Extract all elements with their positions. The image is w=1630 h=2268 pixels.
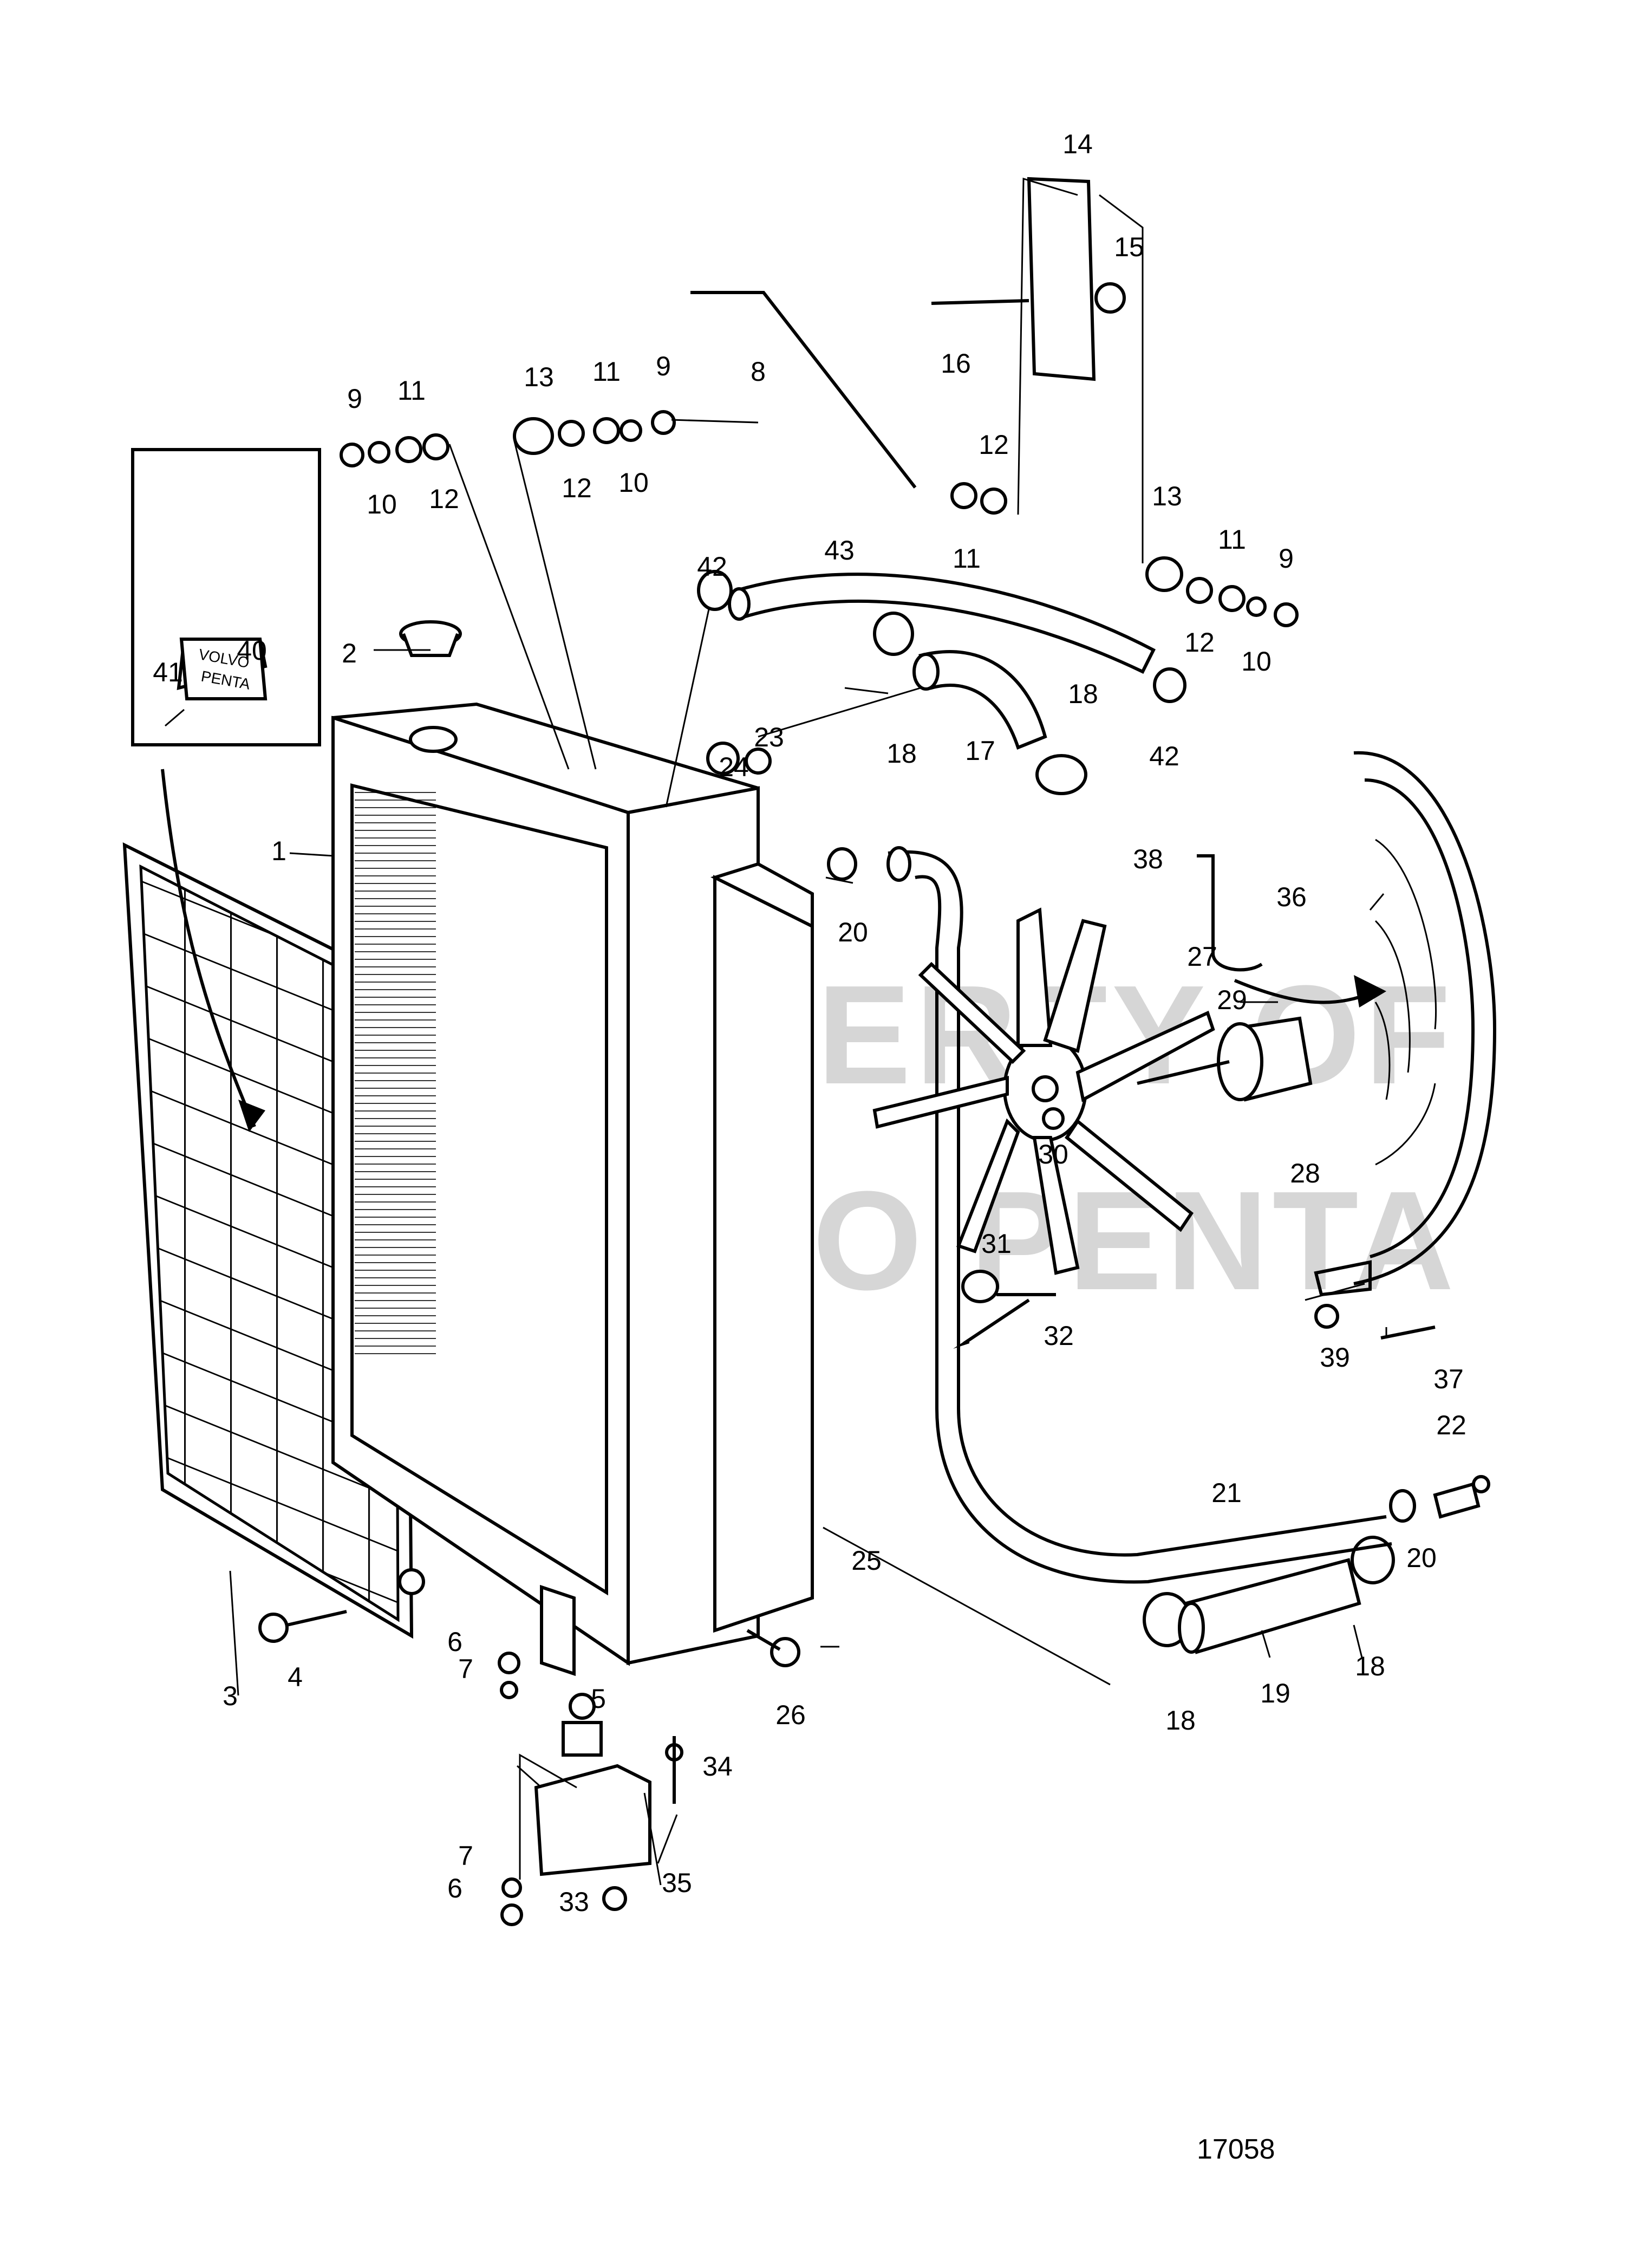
nameplate-inset: VOLVO PENTA xyxy=(131,448,321,1132)
part-label-37: 37 xyxy=(1433,1364,1464,1394)
fan-spacer xyxy=(1137,1016,1313,1102)
part-label-6b: 6 xyxy=(447,1873,462,1903)
part-label-35: 35 xyxy=(662,1868,692,1898)
part-label-25: 25 xyxy=(851,1545,882,1576)
figure-number: 17058 xyxy=(1197,2134,1275,2165)
drain-cock xyxy=(1433,1475,1490,1519)
part-label-43: 43 xyxy=(824,535,855,566)
part-label-14: 14 xyxy=(1062,129,1093,159)
part-label-11a: 11 xyxy=(397,375,426,406)
part-label-12c: 12 xyxy=(979,430,1009,460)
part-label-16: 16 xyxy=(941,348,971,379)
elbow-hose xyxy=(912,650,1047,750)
part-label-28: 28 xyxy=(1290,1158,1320,1188)
part-label-3: 3 xyxy=(223,1681,238,1711)
pipe-clamp xyxy=(953,1270,1056,1349)
part-label-20a: 20 xyxy=(838,917,868,947)
part-label-13a: 13 xyxy=(524,362,554,392)
stay-bracket xyxy=(690,177,1126,489)
part-label-15: 15 xyxy=(1114,232,1144,262)
part-label-20b: 20 xyxy=(1406,1543,1437,1573)
fan-nut xyxy=(1042,1107,1065,1130)
rubber-mount xyxy=(498,1652,683,1926)
part-label-11d: 11 xyxy=(1218,524,1246,555)
part-label-2: 2 xyxy=(342,638,357,668)
radiator-mount-bracket xyxy=(540,1584,576,1676)
part-label-27: 27 xyxy=(1187,941,1217,972)
washers-nuts xyxy=(340,410,1436,1340)
part-label-30: 30 xyxy=(1038,1139,1068,1169)
part-label-10c: 10 xyxy=(1241,646,1272,677)
part-label-36: 36 xyxy=(1276,882,1307,912)
part-label-13b: 13 xyxy=(1152,481,1182,511)
part-label-32: 32 xyxy=(1044,1321,1074,1351)
bolts xyxy=(258,1610,800,1667)
part-label-22: 22 xyxy=(1436,1410,1466,1440)
part-label-7b: 7 xyxy=(458,1841,473,1871)
part-label-38: 38 xyxy=(1133,844,1163,874)
part-label-4: 4 xyxy=(288,1662,303,1692)
part-label-21: 21 xyxy=(1211,1478,1242,1508)
part-label-9b: 9 xyxy=(656,351,671,381)
radiator-cap xyxy=(399,620,462,657)
part-label-10a: 10 xyxy=(367,489,397,519)
part-label-41: 41 xyxy=(153,657,183,687)
part-label-12a: 12 xyxy=(429,484,459,514)
part-label-18d: 18 xyxy=(1355,1651,1385,1681)
part-label-40: 40 xyxy=(237,635,267,666)
part-label-7a: 7 xyxy=(458,1654,473,1684)
part-label-31: 31 xyxy=(981,1229,1012,1259)
lower-hose xyxy=(1178,1558,1361,1654)
lower-pipe xyxy=(886,846,1392,1584)
part-label-12d: 12 xyxy=(1184,627,1215,658)
part-label-26: 26 xyxy=(775,1700,806,1730)
part-label-8: 8 xyxy=(751,356,766,387)
part-label-11c: 11 xyxy=(953,543,981,574)
part-label-42b: 42 xyxy=(1149,741,1179,771)
fan-guard xyxy=(1314,751,1497,1297)
volvo-penta-plate: VOLVO PENTA xyxy=(179,638,268,700)
part-label-33: 33 xyxy=(559,1887,589,1917)
part-labels: 1 2 3 4 5 6 6 7 7 8 9 9 9 10 10 10 11 11… xyxy=(153,129,1466,1917)
part-label-12b: 12 xyxy=(562,473,592,503)
part-label-24: 24 xyxy=(719,752,749,782)
part-label-29: 29 xyxy=(1217,985,1247,1015)
part-label-11b: 11 xyxy=(592,356,621,387)
part-label-10b: 10 xyxy=(618,467,649,498)
cooling-fan xyxy=(872,907,1215,1275)
part-label-6a: 6 xyxy=(447,1627,462,1657)
upper-hose xyxy=(728,573,1156,674)
part-label-9a: 9 xyxy=(347,384,362,414)
part-label-5: 5 xyxy=(591,1684,606,1714)
part-label-1: 1 xyxy=(271,836,286,866)
part-label-18c: 18 xyxy=(1165,1705,1196,1736)
expansion-tank xyxy=(710,862,814,1633)
part-label-18a: 18 xyxy=(886,738,917,769)
leader-lines xyxy=(229,177,1387,1886)
part-label-39: 39 xyxy=(1320,1342,1350,1373)
part-label-23: 23 xyxy=(754,722,784,752)
guard-clip xyxy=(1197,854,1386,1008)
part-label-34: 34 xyxy=(702,1751,733,1782)
part-label-9c: 9 xyxy=(1279,543,1294,574)
part-label-42a: 42 xyxy=(697,551,727,582)
part-label-19: 19 xyxy=(1260,1678,1290,1708)
part-label-18b: 18 xyxy=(1068,679,1098,709)
part-label-17: 17 xyxy=(965,736,995,766)
